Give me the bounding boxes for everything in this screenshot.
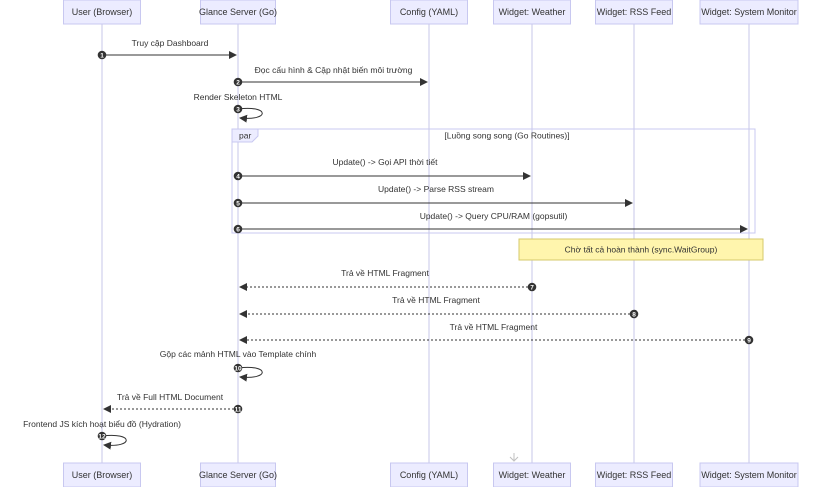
actor-label: Widget: Weather [499, 7, 566, 17]
message-11: Trả về Full HTML Document 11 [103, 392, 243, 414]
actor-box [699, 0, 799, 25]
sequence-number: 5 [236, 200, 240, 207]
actor-box [493, 462, 571, 487]
actor-label: Glance Server (Go) [199, 7, 277, 17]
actor-box [200, 462, 276, 487]
message-label: Frontend JS kích hoạt biểu đồ (Hydration… [23, 419, 181, 429]
message-3: Render Skeleton HTML 3 [194, 92, 283, 123]
message-label: Đọc cấu hình & Cập nhật biến môi trường [255, 65, 413, 75]
sequence-number-badge [233, 404, 243, 414]
actor-box [699, 462, 799, 487]
actor-top: Glance Server (Go) [199, 0, 277, 25]
message-label: Trả về Full HTML Document [117, 392, 224, 402]
actor-box [63, 462, 141, 487]
actor-bottom: User (Browser) [63, 462, 141, 487]
sequence-number-badge [233, 104, 243, 114]
sequence-number-badge [233, 363, 243, 373]
sequence-number: 1 [100, 52, 104, 59]
message-6: Update() -> Query CPU/RAM (gopsutil) 6 [233, 211, 748, 234]
actor-top: User (Browser) [63, 0, 141, 25]
sequence-number: 7 [530, 284, 534, 291]
sequence-number: 2 [236, 79, 240, 86]
sequence-number-badge [233, 77, 243, 87]
par-frame [231, 128, 756, 234]
sequence-number: 6 [236, 226, 240, 233]
sequence-number: 3 [236, 106, 240, 113]
actor-bottom: Glance Server (Go) [199, 462, 277, 487]
message-label: Update() -> Gọi API thời tiết [332, 157, 438, 167]
actor-label: Config (YAML) [400, 7, 458, 17]
actor-label: Config (YAML) [400, 470, 458, 480]
note-text: Chờ tất cả hoàn thành (sync.WaitGroup) [565, 245, 718, 255]
message-9: Trả về HTML Fragment 9 [239, 322, 754, 345]
actor-label: Widget: Weather [499, 470, 566, 480]
actor-box [63, 0, 141, 25]
actor-box [200, 0, 276, 25]
actor-label: User (Browser) [72, 7, 133, 17]
actor-label: Glance Server (Go) [199, 470, 277, 480]
actor-bottom: Widget: System Monitor [699, 462, 799, 487]
actor-box [493, 0, 571, 25]
message-label: Update() -> Parse RSS stream [378, 184, 494, 194]
sequence-number-badge [97, 431, 107, 441]
actor-label: Widget: System Monitor [701, 7, 797, 17]
message-2: Đọc cấu hình & Cập nhật biến môi trường 2 [233, 65, 428, 87]
actor-label: User (Browser) [72, 470, 133, 480]
message-label: Trả về HTML Fragment [392, 295, 480, 305]
actor-label: Widget: RSS Feed [597, 7, 672, 17]
sequence-number: 11 [235, 406, 242, 413]
actor-top: Config (YAML) [390, 0, 468, 25]
sequence-number-badge [233, 198, 243, 208]
actor-box [595, 462, 673, 487]
par-condition: [Luồng song song (Go Routines)] [444, 131, 569, 141]
message-4: Update() -> Gọi API thời tiết 4 [233, 157, 531, 181]
sequence-number-badge [527, 282, 537, 292]
message-label: Trả về HTML Fragment [450, 322, 538, 332]
message-label: Truy cập Dashboard [132, 38, 209, 48]
self-arrow [237, 107, 263, 123]
message-5: Update() -> Parse RSS stream 5 [233, 184, 633, 208]
sequence-number-badge [97, 50, 107, 60]
par-label: par [239, 131, 251, 141]
actor-bottom: Widget: Weather [493, 462, 571, 487]
actor-top: Widget: RSS Feed [595, 0, 673, 25]
actor-bottom: Widget: RSS Feed [595, 462, 673, 487]
actor-top: Widget: System Monitor [699, 0, 799, 25]
sequence-number: 9 [747, 337, 751, 344]
message-label: Trả về HTML Fragment [341, 268, 429, 278]
message-label: Gộp các mảnh HTML vào Template chính [160, 349, 317, 359]
actor-label: Widget: RSS Feed [597, 470, 672, 480]
message-7: Trả về HTML Fragment 7 [239, 268, 537, 292]
actor-box [595, 0, 673, 25]
actor-bottom: Config (YAML) [390, 462, 468, 487]
note-box [518, 238, 764, 261]
message-1: Truy cập Dashboard 1 [97, 38, 237, 60]
message-8: Trả về HTML Fragment 8 [239, 295, 639, 319]
self-arrow [237, 366, 263, 382]
sequence-number-badge [744, 335, 754, 345]
message-12: Frontend JS kích hoạt biểu đồ (Hydration… [23, 419, 181, 450]
message-label: Render Skeleton HTML [194, 92, 283, 102]
actor-box [390, 0, 468, 25]
scroll-hint-icon [509, 453, 519, 462]
sequence-number: 8 [632, 311, 636, 318]
message-label: Update() -> Query CPU/RAM (gopsutil) [420, 211, 568, 221]
sequence-number-badge [233, 171, 243, 181]
sequence-number: 12 [98, 433, 106, 440]
sequence-number: 10 [234, 365, 242, 372]
actor-top: Widget: Weather [493, 0, 571, 25]
message-10: Gộp các mảnh HTML vào Template chính 10 [160, 349, 317, 382]
par-tag [231, 128, 259, 143]
self-arrow [101, 434, 127, 450]
sequence-number: 4 [236, 173, 240, 180]
sequence-number-badge [233, 224, 243, 234]
sequence-number-badge [629, 309, 639, 319]
actor-box [390, 462, 468, 487]
actor-label: Widget: System Monitor [701, 470, 797, 480]
